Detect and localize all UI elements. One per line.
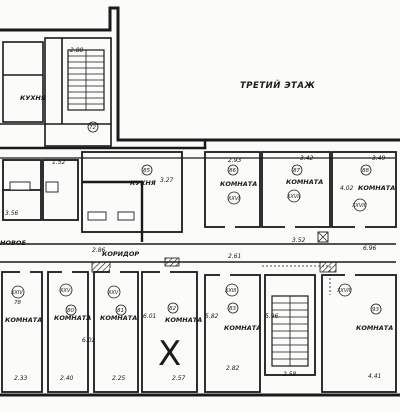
room-label-25: КОМНАТА bbox=[54, 314, 91, 322]
dim-22: 3.56 bbox=[5, 210, 19, 217]
fixtures bbox=[9, 181, 135, 221]
dim-9: 3.52 bbox=[292, 237, 306, 244]
num-82: 82 bbox=[169, 306, 176, 312]
roman-27: XXVII bbox=[286, 194, 301, 200]
num-25: 80 bbox=[67, 308, 74, 314]
middle-band bbox=[0, 151, 397, 233]
dim-23: 6.96 bbox=[363, 245, 377, 252]
roman-28: XXVIII bbox=[351, 203, 367, 209]
dim-19: 6.01 bbox=[143, 313, 156, 320]
dim-11: 2.33 bbox=[14, 375, 28, 382]
room-label-82: КОМНАТА bbox=[165, 316, 202, 324]
kitchen-label: КУХНЯ bbox=[130, 179, 156, 187]
num-24: 78 bbox=[14, 300, 21, 306]
roman-25: XXV bbox=[59, 288, 71, 294]
door-gaps bbox=[20, 225, 365, 277]
upper-staircase bbox=[67, 49, 105, 111]
num-29: 93 bbox=[372, 307, 379, 313]
corridor-cabinets bbox=[91, 257, 337, 273]
dim-7: 4.02 bbox=[340, 185, 354, 192]
num-27: 87 bbox=[293, 168, 300, 174]
num-28: 88 bbox=[362, 168, 369, 174]
dim-12: 2.40 bbox=[60, 375, 74, 382]
kitchen-partition bbox=[82, 180, 144, 242]
dim-6: 3.49 bbox=[372, 155, 386, 162]
dim-15: 2.82 bbox=[226, 365, 240, 372]
room-label-26: КОМНАТА bbox=[220, 180, 257, 188]
dim-16: 2.58 bbox=[283, 371, 297, 378]
cross-mark: X bbox=[158, 334, 181, 374]
num-26: 86 bbox=[229, 168, 236, 174]
corridor-label: КОРИДОР bbox=[102, 250, 139, 258]
num-kitchen-w: 72 bbox=[89, 125, 96, 131]
room-markers bbox=[11, 121, 382, 316]
dim-14: 2.57 bbox=[172, 375, 186, 382]
dim-10: 2.61 bbox=[228, 253, 241, 260]
roman-29: XXVIII bbox=[336, 288, 352, 294]
vent-box bbox=[317, 231, 329, 243]
room-label-27: КОМНАТА bbox=[286, 178, 323, 186]
dim-5: 3.42 bbox=[300, 155, 314, 162]
room-label-24: КОМНАТА bbox=[5, 316, 42, 324]
num-kitchen: 85 bbox=[143, 168, 150, 174]
lower-staircase bbox=[271, 295, 309, 367]
dim-20: 5.82 bbox=[205, 313, 219, 320]
floor-title: ТРЕТИЙ ЭТАЖ bbox=[240, 79, 315, 91]
roman-23: XXIII bbox=[224, 288, 237, 294]
room-label-25b: КОМНАТА bbox=[100, 314, 137, 322]
dim-17: 4.41 bbox=[368, 373, 381, 380]
upper-left-wing bbox=[0, 37, 112, 147]
dim-1: 2.88 bbox=[70, 47, 84, 54]
num-23: 83 bbox=[229, 306, 236, 312]
dim-8: 2.86 bbox=[92, 247, 106, 254]
room-label-23: КОМНАТА bbox=[224, 324, 261, 332]
kitchen-label-west: КУХНЯ bbox=[20, 94, 46, 102]
room-label-28: КОМНАТА bbox=[358, 184, 395, 192]
roman-26: XXVI bbox=[227, 196, 240, 202]
hall-fragment-label: НОВОЕ bbox=[0, 239, 26, 247]
lower-rooms bbox=[1, 271, 397, 393]
dim-13: 2.25 bbox=[112, 375, 126, 382]
num-25b: 81 bbox=[117, 308, 124, 314]
dim-21: 5.96 bbox=[265, 313, 279, 320]
dim-2: 1.52 bbox=[52, 159, 66, 166]
dim-4: 2.93 bbox=[228, 157, 242, 164]
roman-24: XXIV bbox=[10, 290, 23, 296]
outer-walls bbox=[0, 6, 400, 397]
corridor bbox=[0, 243, 396, 263]
room-label-29: КОМНАТА bbox=[356, 324, 393, 332]
roman-25b: XXV bbox=[107, 290, 119, 296]
dim-3: 3.27 bbox=[160, 177, 174, 184]
dim-18: 6.02 bbox=[82, 337, 96, 344]
